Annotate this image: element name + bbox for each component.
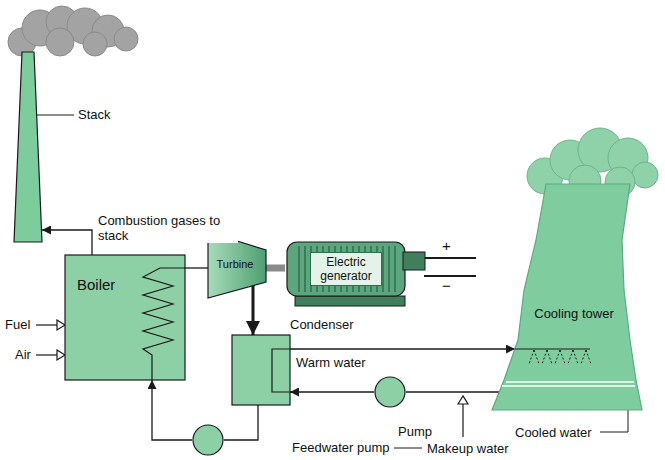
node-label: Turbine <box>217 257 254 272</box>
pipe-connector <box>290 348 515 349</box>
flow-label: Combustion gases to stack <box>98 213 238 243</box>
stack-leader <box>36 115 74 116</box>
stack-shape <box>14 52 42 242</box>
flow-label: Makeup water <box>427 441 509 456</box>
boiler-box: Boiler <box>65 255 185 380</box>
flow-label: Cooled water <box>515 425 592 440</box>
node-label: Stack <box>78 107 111 122</box>
node-label: Pump <box>398 424 432 439</box>
pump-circle: Feedwater pump <box>192 424 224 456</box>
terminal-box <box>403 252 425 270</box>
makeup-water-arrow <box>458 396 468 437</box>
generator-base <box>295 296 405 306</box>
tower-shape <box>492 184 642 410</box>
node-outline <box>488 180 648 412</box>
pipe-connector <box>152 380 192 440</box>
pipe-connector <box>224 405 258 440</box>
pipe-connector <box>252 285 255 335</box>
generator-wires <box>424 258 476 276</box>
node-outline <box>232 335 290 405</box>
node-outline <box>14 52 42 242</box>
condenser-box: Condenser <box>232 335 290 405</box>
cooled-water-leader <box>600 410 628 432</box>
pipe-connector <box>42 230 92 255</box>
pump-circle <box>193 425 223 455</box>
node-outline <box>374 376 406 408</box>
stack-smoke <box>8 6 138 56</box>
flow-label: Warm water <box>296 355 366 370</box>
basin-line <box>502 385 635 387</box>
node-outline <box>65 255 185 380</box>
label-leader <box>394 448 422 449</box>
terminal-sign: + <box>442 238 451 253</box>
chimney-stack: Stack <box>14 52 42 242</box>
pipe-connector <box>185 267 208 268</box>
node-label: Boiler <box>77 277 115 292</box>
cooling-tower: Cooling tower <box>488 180 648 412</box>
generator-body <box>287 242 405 296</box>
input-label: Air <box>15 347 31 362</box>
air-arrow <box>36 350 65 360</box>
pump-circle: Pump <box>374 376 406 408</box>
node-label: Condenser <box>290 317 354 332</box>
node-label: Feedwater pump <box>292 440 390 455</box>
condenser-tube <box>272 349 290 392</box>
node-label: Cooling tower <box>534 306 614 321</box>
terminal-sign: − <box>442 278 451 293</box>
boiler-box <box>65 255 185 380</box>
fuel-arrow <box>36 320 65 330</box>
boiler-coil <box>143 268 185 380</box>
generator-fins <box>299 246 395 292</box>
pump-circle <box>375 377 405 407</box>
node-outline <box>192 424 224 456</box>
basin-line <box>506 381 634 383</box>
drive-shaft <box>266 265 285 272</box>
node-label: Electric generator <box>310 252 382 286</box>
condenser-box <box>232 335 290 405</box>
spray-pipe <box>515 348 590 349</box>
input-label: Fuel <box>5 317 30 332</box>
spray-nozzles <box>529 350 591 364</box>
generator: Electric generator <box>285 238 425 308</box>
pipe-connector <box>406 391 499 392</box>
pipe-connector <box>290 391 374 392</box>
